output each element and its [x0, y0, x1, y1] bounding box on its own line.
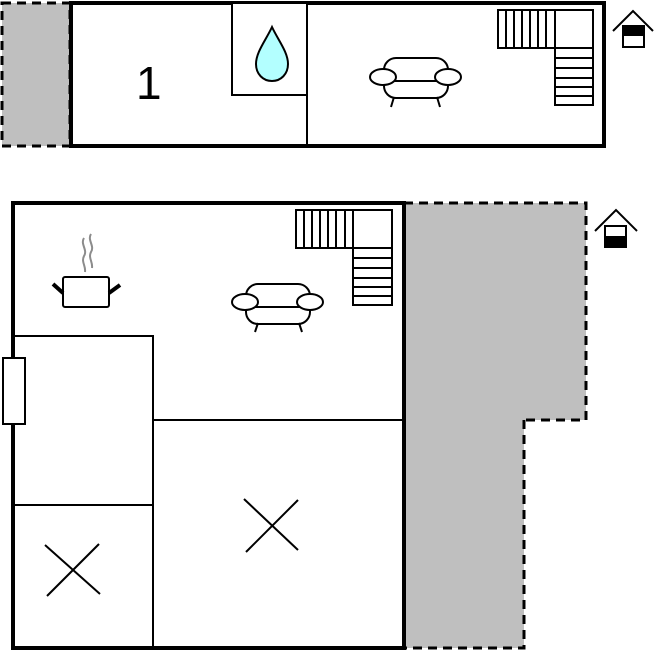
water-drop-icon	[254, 24, 290, 83]
sofa-icon	[369, 57, 462, 108]
bed-x-icon	[44, 543, 101, 597]
upper-floor-outline	[69, 1, 606, 148]
floor-upper-icon	[612, 9, 654, 48]
bed-x-icon	[243, 498, 299, 553]
cooking-pot-icon	[51, 233, 122, 308]
ground-floor	[2, 201, 638, 650]
interior-walls	[13, 335, 404, 648]
stairs-icon	[497, 9, 594, 106]
upper-floor: 1	[0, 1, 654, 148]
upper-terrace	[0, 1, 72, 148]
floor-ground-icon	[594, 208, 638, 248]
door-icon	[2, 357, 26, 425]
sofa-icon	[231, 283, 324, 333]
ground-floor-outline	[11, 201, 406, 650]
floor-number-label: 1	[136, 57, 162, 109]
stairs-icon	[295, 209, 393, 306]
